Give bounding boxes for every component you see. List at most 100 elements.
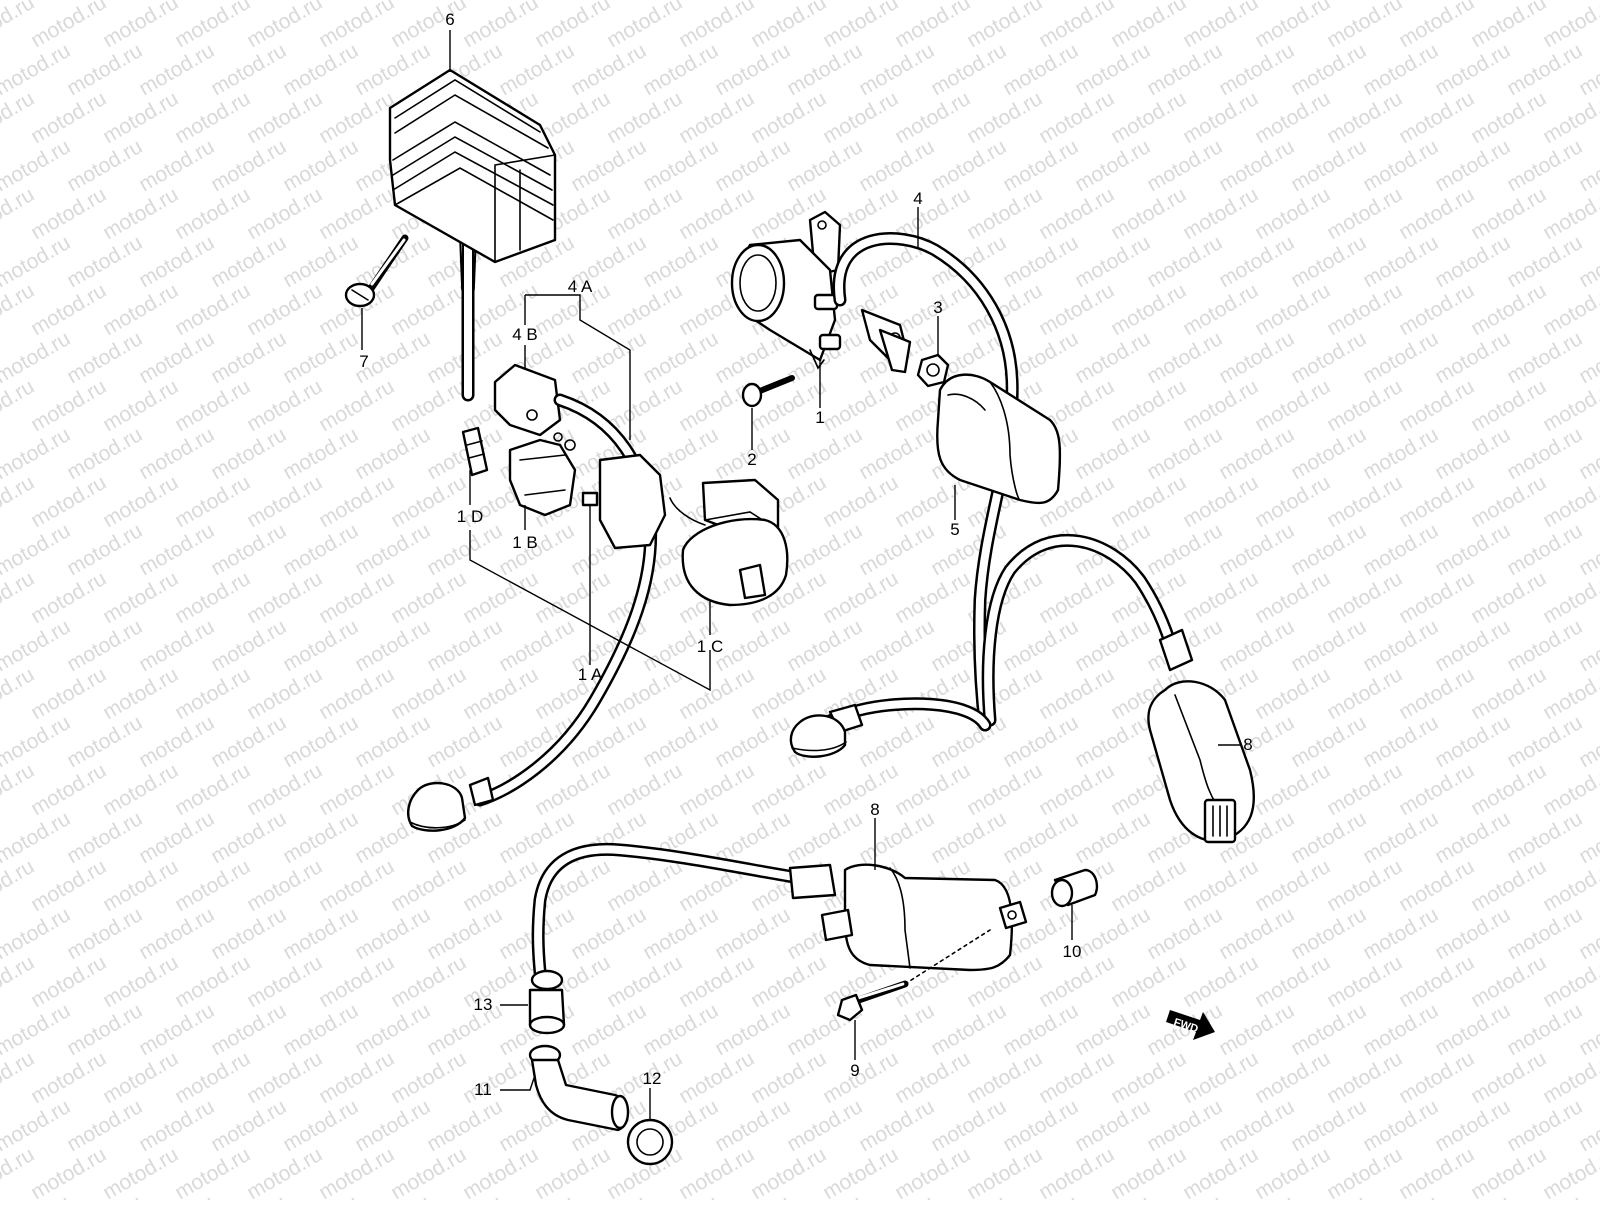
watermark-text: motod.ru [99, 87, 182, 148]
watermark-text: motod.ru [279, 1095, 362, 1156]
watermark-text: motod.ru [927, 39, 1010, 100]
watermark-text: motod.ru [1251, 663, 1334, 724]
watermark-text: motod.ru [1359, 135, 1442, 196]
watermark-text: motod.ru [1359, 231, 1442, 292]
watermark-text: motod.ru [1287, 39, 1370, 100]
watermark-text: motod.ru [135, 615, 218, 676]
watermark-text: motod.ru [1395, 87, 1478, 148]
callout-3: 3 [933, 298, 942, 317]
watermark-text: motod.ru [927, 135, 1010, 196]
watermark-text: motod.ru [135, 1095, 218, 1156]
watermark-text: motod.ru [423, 615, 506, 676]
watermark-text: motod.ru [1503, 519, 1586, 580]
watermark-text: motod.ru [459, 855, 542, 916]
watermark-text: motod.ru [1287, 327, 1370, 388]
watermark-text: motod.ru [27, 759, 110, 820]
watermark-text: motod.ru [1251, 279, 1334, 340]
watermark-text: motod.ru [171, 279, 254, 340]
watermark-text: motod.ru [423, 903, 506, 964]
watermark-text: motod.ru [1467, 567, 1550, 628]
watermark-text: motod.ru [1503, 999, 1586, 1060]
watermark-text: motod.ru [1323, 759, 1406, 820]
watermark-text: motod.ru [639, 39, 722, 100]
watermark-text: motod.ru [1035, 0, 1118, 52]
watermark-text: motod.ru [855, 519, 938, 580]
watermark-text: motod.ru [675, 375, 758, 436]
watermark-text: motod.ru [1035, 759, 1118, 820]
watermark-text: motod.ru [1143, 39, 1226, 100]
watermark-text: motod.ru [1251, 951, 1334, 1012]
watermark-text: motod.ru [63, 903, 146, 964]
watermark-text: motod.ru [819, 1047, 902, 1108]
watermark-text: motod.ru [1035, 1143, 1118, 1200]
watermark-text: motod.ru [675, 759, 758, 820]
watermark-text: motod.ru [243, 855, 326, 916]
watermark-text: motod.ru [1431, 423, 1514, 484]
watermark-text: motod.ru [1359, 711, 1442, 772]
watermark-text: motod.ru [1323, 0, 1406, 52]
watermark-text: motod.ru [1467, 1143, 1550, 1200]
watermark-text: motod.ru [891, 567, 974, 628]
watermark-text: motod.ru [1143, 519, 1226, 580]
callout-4: 4 [913, 189, 922, 208]
watermark-text: motod.ru [1503, 903, 1586, 964]
watermark-text: motod.ru [351, 999, 434, 1060]
watermark-text: motod.ru [1395, 1047, 1478, 1108]
watermark-text: motod.ru [1359, 807, 1442, 868]
watermark-text: motod.ru [1467, 951, 1550, 1012]
watermark-text: motod.ru [1431, 1095, 1514, 1156]
watermark-text: motod.ru [171, 567, 254, 628]
watermark-text: motod.ru [1323, 183, 1406, 244]
part-cap-12 [626, 1118, 674, 1166]
watermark-text: motod.ru [1467, 1047, 1550, 1108]
watermark-text: motod.ru [1251, 567, 1334, 628]
watermark-text: motod.ru [1251, 1047, 1334, 1108]
watermark-text: motod.ru [1323, 1047, 1406, 1108]
watermark-text: motod.ru [1143, 231, 1226, 292]
watermark-text: motod.ru [675, 663, 758, 724]
watermark-text: motod.ru [1215, 903, 1298, 964]
watermark-text: motod.ru [135, 39, 218, 100]
watermark-text: motod.ru [603, 951, 686, 1012]
watermark-text: motod.ru [1215, 135, 1298, 196]
callout-1c: 1 C [697, 637, 723, 656]
watermark-text: motod.ru [1467, 471, 1550, 532]
watermark-text: motod.ru [1071, 807, 1154, 868]
watermark-text: motod.ru [675, 0, 758, 52]
watermark-text: motod.ru [207, 39, 290, 100]
watermark-text: motod.ru [639, 135, 722, 196]
watermark-text: motod.ru [1323, 279, 1406, 340]
watermark-text: motod.ru [1287, 903, 1370, 964]
watermark-text: motod.ru [1431, 807, 1514, 868]
watermark-text: motod.ru [279, 903, 362, 964]
watermark-text: motod.ru [243, 471, 326, 532]
watermark-text: motod.ru [567, 999, 650, 1060]
watermark-text: motod.ru [1503, 231, 1586, 292]
watermark-text: motod.ru [1071, 423, 1154, 484]
watermark-text: motod.ru [243, 0, 326, 52]
watermark-text: motod.ru [1287, 423, 1370, 484]
watermark-text: motod.ru [1107, 375, 1190, 436]
watermark-text: motod.ru [783, 519, 866, 580]
watermark-text: motod.ru [1215, 327, 1298, 388]
watermark-text: motod.ru [1395, 567, 1478, 628]
watermark-text: motod.ru [1179, 855, 1262, 916]
watermark-text: motod.ru [63, 519, 146, 580]
watermark-text: motod.ru [675, 951, 758, 1012]
watermark-text: motod.ru [1035, 1047, 1118, 1108]
watermark-text: motod.ru [1071, 615, 1154, 676]
watermark-text: motod.ru [1287, 999, 1370, 1060]
watermark-text: motod.ru [1431, 39, 1514, 100]
watermark-text: motod.ru [207, 711, 290, 772]
watermark-text: motod.ru [99, 183, 182, 244]
watermark-text: motod.ru [387, 279, 470, 340]
watermark-text: motod.ru [459, 1143, 542, 1200]
watermark-text: motod.ru [783, 1095, 866, 1156]
part-plug-cap-lower [406, 776, 495, 832]
watermark-text: motod.ru [567, 327, 650, 388]
watermark-text: motod.ru [99, 951, 182, 1012]
watermark-text: motod.ru [1467, 759, 1550, 820]
watermark-text: motod.ru [351, 711, 434, 772]
watermark-text: motod.ru [1251, 471, 1334, 532]
part-starter-relay [730, 210, 842, 370]
